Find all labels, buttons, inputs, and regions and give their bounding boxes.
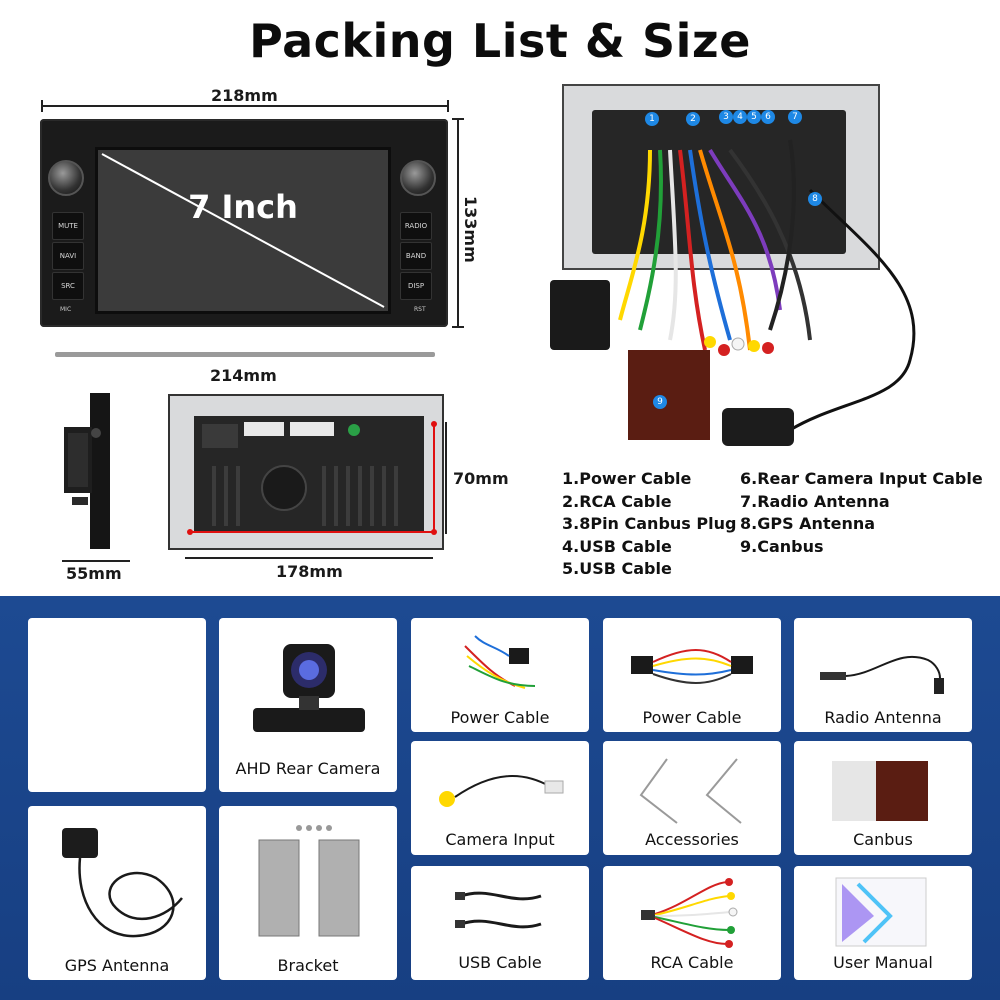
- legend-item: 1.Power Cable: [562, 469, 692, 488]
- depth-label: 55mm: [66, 564, 122, 583]
- mic-label: MIC: [60, 306, 72, 313]
- bezel-bar: [55, 352, 435, 357]
- camera-input-cable-icon: [439, 775, 564, 807]
- legend-left: 1.Power Cable 2.RCA Cable 3.8Pin Canbus …: [562, 468, 736, 581]
- card-label: USB Cable: [458, 953, 542, 972]
- legend-item: 3.8Pin Canbus Plug: [562, 514, 737, 534]
- legend-right: 6.Rear Camera Input Cable 7.Radio Antenn…: [740, 468, 983, 558]
- back-height-line: [445, 422, 447, 534]
- front-width-label: 218mm: [211, 86, 278, 105]
- rca-cable-icon: [641, 878, 738, 948]
- badge-4: 4: [733, 110, 747, 124]
- badge-8: 8: [808, 192, 822, 206]
- front-height-line: [452, 118, 464, 328]
- card-power-cable-2: Power Cable: [603, 618, 781, 732]
- blank-card: [28, 618, 206, 792]
- badge-6: 6: [761, 110, 775, 124]
- legend-item: 2.RCA Cable: [562, 491, 672, 511]
- canbus-box-icon: [832, 761, 928, 821]
- card-radio-antenna: Radio Antenna: [794, 618, 972, 732]
- legend-item: 8.GPS Antenna: [740, 514, 876, 534]
- front-width-line: [41, 100, 449, 112]
- card-label: User Manual: [833, 953, 933, 972]
- front-height-label: 133mm: [461, 196, 480, 263]
- bracket-icon: [258, 825, 360, 937]
- screen-diagonal: [101, 153, 385, 308]
- card-label: Accessories: [645, 830, 739, 849]
- mute-button: MUTE: [52, 212, 84, 240]
- card-power-cable-1: Power Cable: [411, 618, 589, 732]
- card-canbus: Canbus: [794, 741, 972, 855]
- wiring-harness-image: [550, 139, 916, 446]
- badge-3: 3: [719, 110, 733, 124]
- badge-7: 7: [788, 110, 802, 124]
- badge-2: 2: [686, 112, 700, 126]
- rear-camera-icon: [253, 644, 365, 732]
- user-manual-icon: [835, 877, 927, 947]
- card-label: Camera Input: [445, 830, 555, 849]
- badge-5: 5: [747, 110, 761, 124]
- tune-knob-icon: [400, 160, 436, 196]
- radio-button: RADIO: [400, 212, 432, 240]
- badge-9: 9: [653, 395, 667, 409]
- back-panel-lower: [168, 394, 444, 550]
- usb-cable-icon: [455, 891, 542, 929]
- badge-1: 1: [645, 112, 659, 126]
- card-label: Power Cable: [642, 708, 742, 727]
- back-panel-ports: [202, 422, 398, 526]
- back-dimension-lines: [187, 421, 437, 535]
- back-height-label: 70mm: [453, 469, 509, 488]
- card-gps-antenna: GPS Antenna: [28, 806, 206, 980]
- legend-item: 5.USB Cable: [562, 559, 672, 579]
- back-panel-top: [562, 84, 880, 270]
- card-ahd-rear-camera: AHD Rear Camera: [219, 618, 397, 792]
- power-cable-icon: [464, 635, 536, 689]
- card-accessories: Accessories: [603, 741, 781, 855]
- accessories-section: AHD Rear Camera Power Cable Pow: [0, 596, 1000, 1000]
- card-label: Bracket: [277, 956, 339, 975]
- card-usb-cable: USB Cable: [411, 866, 589, 980]
- card-label: Power Cable: [450, 708, 550, 727]
- front-lower-width-label: 214mm: [210, 366, 277, 385]
- card-label: RCA Cable: [650, 953, 734, 972]
- side-view-image: [64, 393, 110, 549]
- page-title: Packing List & Size: [249, 14, 751, 68]
- card-label: Canbus: [853, 830, 913, 849]
- card-label: GPS Antenna: [64, 956, 170, 975]
- legend-item: 9.Canbus: [740, 536, 824, 556]
- gps-antenna-icon: [62, 828, 183, 938]
- power-harness-icon: [631, 649, 753, 684]
- card-bracket: Bracket: [219, 806, 397, 980]
- card-camera-input: Camera Input: [411, 741, 589, 855]
- legend-item: 4.USB Cable: [562, 536, 672, 556]
- disp-button: DISP: [400, 272, 432, 300]
- depth-line: [62, 560, 130, 562]
- screen-size-text: 7 Inch: [188, 188, 298, 226]
- volume-knob-icon: [48, 160, 84, 196]
- rst-label: RST: [414, 306, 426, 313]
- band-button: BAND: [400, 242, 432, 270]
- card-label: Radio Antenna: [824, 708, 942, 727]
- display-screen: 7 Inch: [95, 147, 391, 314]
- card-rca-cable: RCA Cable: [603, 866, 781, 980]
- src-button: SRC: [52, 272, 84, 300]
- legend-item: 7.Radio Antenna: [740, 491, 890, 511]
- legend-item: 6.Rear Camera Input Cable: [740, 469, 983, 488]
- radio-antenna-icon: [820, 655, 944, 694]
- card-user-manual: User Manual: [794, 866, 972, 980]
- card-label: AHD Rear Camera: [235, 759, 381, 778]
- back-width-line: [185, 557, 433, 559]
- navi-button: NAVI: [52, 242, 84, 270]
- back-width-label: 178mm: [276, 562, 343, 581]
- removal-tools-icon: [639, 758, 742, 824]
